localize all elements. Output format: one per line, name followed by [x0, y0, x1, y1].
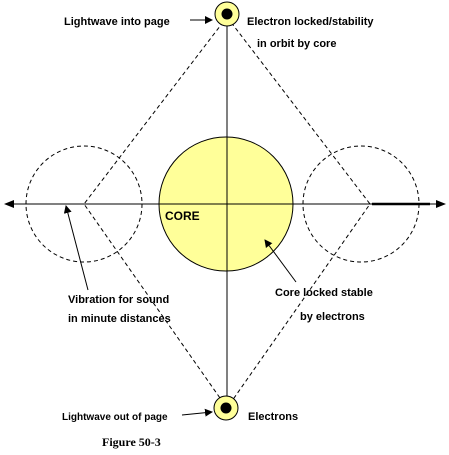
label-lightwave-into: Lightwave into page: [64, 16, 170, 28]
left-arrowhead: [4, 200, 14, 208]
electron-bottom-nucleus: [220, 402, 232, 414]
right-arrowhead: [436, 200, 446, 208]
label-electrons: Electrons: [248, 411, 298, 423]
arrow-core-locked: [264, 239, 297, 283]
arrow-vibration: [63, 205, 89, 291]
label-vibration-line1: Vibration for sound: [68, 294, 169, 306]
electron-top-nucleus: [221, 8, 233, 20]
figure-caption: Figure 50-3: [102, 435, 161, 449]
label-electron-locked-line1: Electron locked/stability: [247, 16, 374, 28]
label-lightwave-out: Lightwave out of page: [62, 412, 168, 423]
label-core: CORE: [165, 209, 200, 223]
label-electron-locked-line2: in orbit by core: [257, 38, 336, 50]
arrow-lightwave-out: [181, 408, 213, 417]
label-core-locked-line1: Core locked stable: [275, 287, 373, 299]
label-core-locked-line2: by electrons: [300, 311, 365, 323]
label-vibration-line2: in minute distances: [68, 313, 171, 325]
